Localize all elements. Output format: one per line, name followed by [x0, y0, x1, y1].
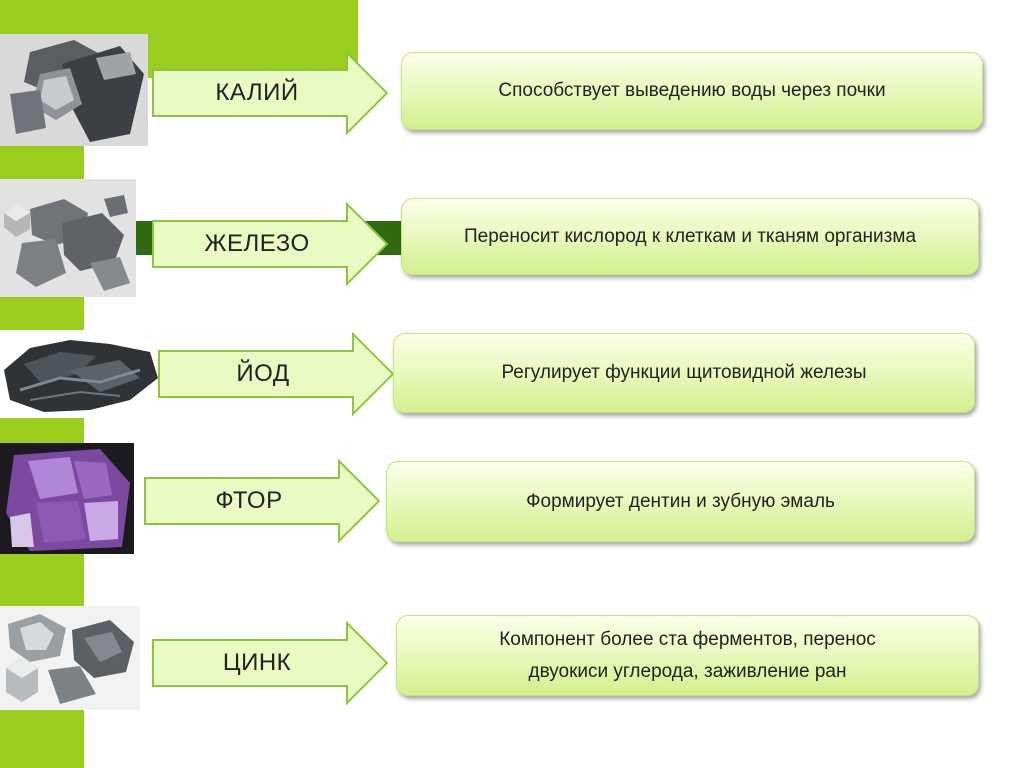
element-name-label: ЙОД [236, 360, 290, 387]
element-name-label: ЖЕЛЕЗО [204, 230, 310, 257]
element-arrow-potassium: КАЛИЙ [152, 50, 389, 136]
element-arrow-fluorine: ФТОР [144, 458, 381, 544]
element-arrow-iodine: ЙОД [158, 331, 395, 417]
element-description-box: Переносит кислород к клеткам и тканям ор… [401, 198, 979, 275]
fluorite-sample-image [0, 443, 134, 554]
zinc-sample-image [0, 606, 140, 710]
potassium-sample-image [0, 34, 148, 146]
element-name-label: ФТОР [215, 487, 283, 514]
element-description-box: Компонент более ста ферментов, перенос д… [396, 615, 979, 696]
element-description-box: Способствует выведению воды через почки [401, 52, 983, 130]
element-name-label: ЦИНК [222, 649, 292, 676]
iron-sample-image [0, 179, 136, 297]
element-name-label: КАЛИЙ [215, 79, 299, 106]
element-description-box: Регулирует функции щитовидной железы [393, 333, 975, 413]
element-arrow-iron: ЖЕЛЕЗО [152, 201, 389, 287]
element-arrow-zinc: ЦИНК [152, 620, 389, 706]
element-description-box: Формирует дентин и зубную эмаль [386, 461, 975, 542]
iodine-sample-image [0, 330, 160, 418]
